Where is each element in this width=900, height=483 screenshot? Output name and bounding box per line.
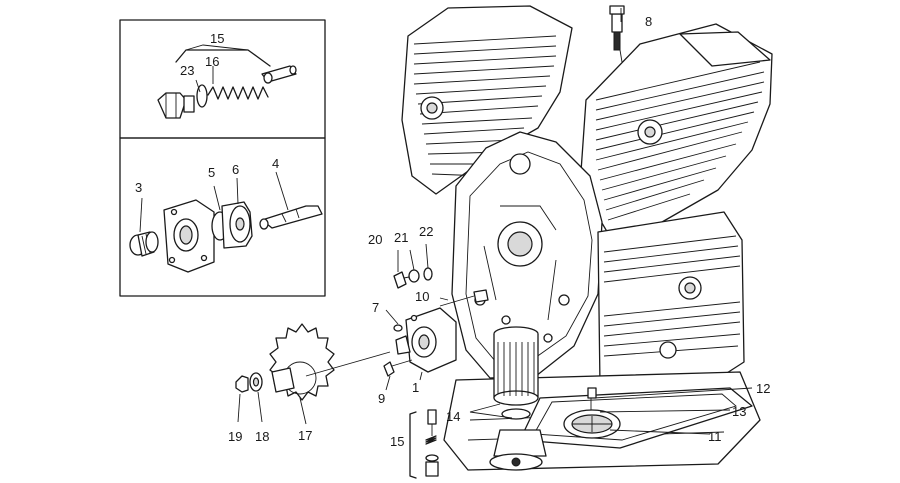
callout-18: 18	[255, 429, 269, 444]
callout-1: 1	[412, 380, 419, 395]
inset-panels	[119, 19, 326, 297]
callout-17: 17	[298, 428, 312, 443]
callout-20: 20	[368, 232, 382, 247]
callout-21: 21	[394, 230, 408, 245]
callout-23: 23	[180, 63, 194, 78]
sprocket-assembly	[235, 323, 391, 401]
callout-14: 14	[446, 409, 460, 424]
bolts-20-21-22	[393, 267, 433, 289]
oil-filter	[489, 326, 547, 471]
callout-labels: 15 23 16 3 5 6 4 8 20 21 22 10 7 1 9 12 …	[135, 14, 770, 449]
callout-3: 3	[135, 180, 142, 195]
callout-4: 4	[272, 156, 279, 171]
callout-6: 6	[232, 162, 239, 177]
callout-9: 9	[378, 391, 385, 406]
callout-5: 5	[208, 165, 215, 180]
sump-gasket-and-screen	[519, 387, 753, 449]
inset-box-oil-pump	[119, 137, 326, 297]
callout-12: 12	[756, 381, 770, 396]
bolt-stack-15	[409, 409, 439, 479]
callout-8: 8	[645, 14, 652, 29]
callout-11: 11	[708, 429, 722, 444]
callout-7: 7	[372, 300, 379, 315]
leader-lines	[237, 8, 753, 435]
relief-valve-assembly	[157, 44, 297, 119]
callout-13: 13	[732, 404, 746, 419]
callout-15-inset: 15	[210, 31, 224, 46]
callout-22: 22	[419, 224, 433, 239]
callout-16: 16	[205, 54, 219, 69]
oil-pump-parts	[129, 171, 323, 273]
callout-15: 15	[390, 434, 404, 449]
mounted-oil-pump	[383, 289, 489, 377]
callout-19: 19	[228, 429, 242, 444]
callout-10: 10	[415, 289, 429, 304]
